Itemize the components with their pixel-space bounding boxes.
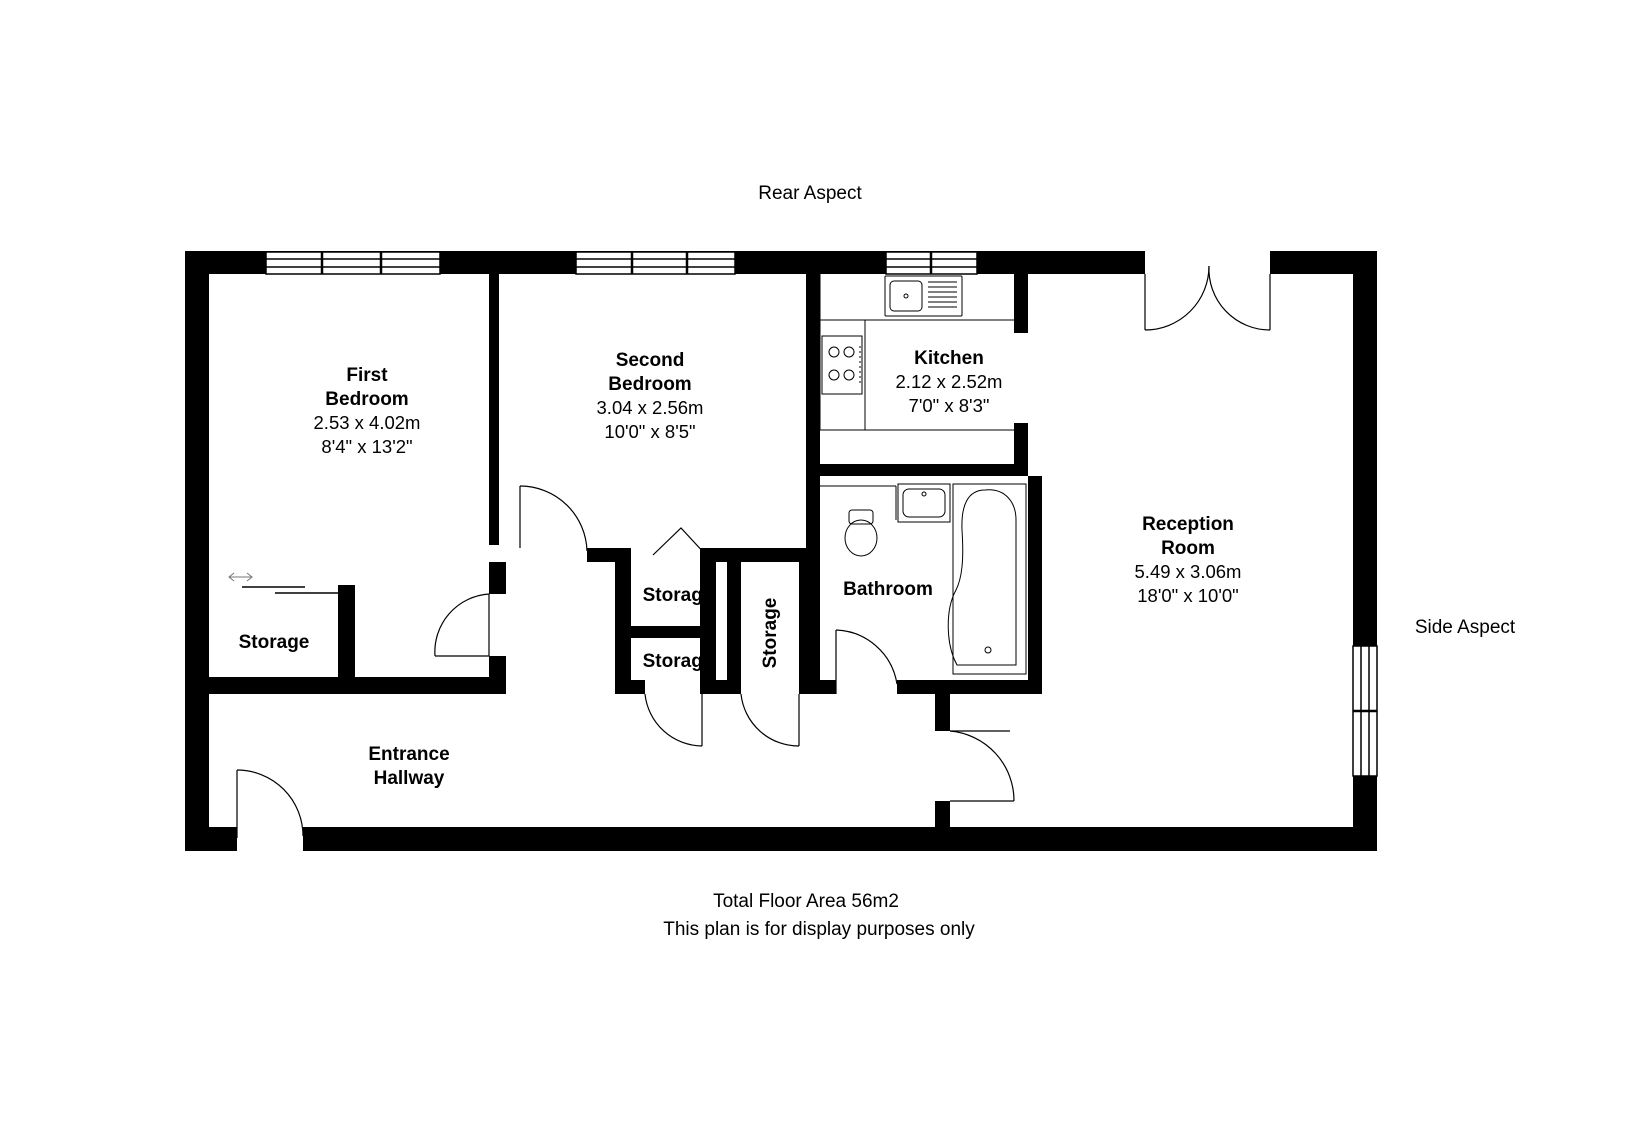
second-bedroom-metric: 3.04 x 2.56m bbox=[597, 397, 704, 418]
wall-bath-right bbox=[1028, 476, 1042, 694]
hallway-name-2: Hallway bbox=[374, 768, 445, 789]
kitchen-counter bbox=[819, 274, 1014, 431]
bathroom-fixtures bbox=[820, 483, 1027, 675]
outer-wall-top-right bbox=[1270, 251, 1377, 274]
wall-storage-v-top bbox=[727, 548, 813, 562]
outer-wall-right-upper bbox=[1353, 251, 1377, 646]
first-bedroom-label: First Bedroom 2.53 x 4.02m 8'4" x 13'2" bbox=[314, 365, 421, 457]
toilet-icon bbox=[844, 509, 878, 557]
reception-metric: 5.49 x 3.06m bbox=[1135, 561, 1242, 582]
wall-bed-storage-top bbox=[338, 585, 355, 593]
second-bedroom-imperial: 10'0" x 8'5" bbox=[604, 421, 695, 442]
wall-kitchen-bottom bbox=[806, 464, 1028, 476]
wall-bath-bottom-right bbox=[897, 680, 1042, 694]
outer-wall-bottom bbox=[303, 827, 1377, 851]
wall-reception-hall-upper bbox=[935, 694, 950, 731]
window-bed2 bbox=[575, 251, 736, 275]
reception-room-label: Reception Room 5.49 x 3.06m 18'0" x 10'0… bbox=[1135, 514, 1242, 606]
wall-bed1-bed2 bbox=[489, 251, 499, 545]
storage-bedroom-label: Storage bbox=[239, 632, 310, 653]
washbasin-icon bbox=[897, 483, 951, 523]
wall-storage-mid bbox=[700, 548, 716, 694]
wall-bath-bottom-left bbox=[806, 680, 836, 694]
outer-wall-right-lower bbox=[1353, 776, 1377, 851]
display-disclaimer: This plan is for display purposes only bbox=[663, 919, 975, 940]
wall-storage-bottom-left bbox=[615, 680, 645, 694]
kitchen-sink-icon bbox=[884, 275, 963, 317]
window-bed1 bbox=[265, 251, 441, 275]
kitchen-imperial: 7'0" x 8'3" bbox=[909, 395, 990, 416]
wall-kitchen-right-lower bbox=[1014, 423, 1028, 476]
reception-name-2: Room bbox=[1161, 538, 1215, 559]
first-bedroom-imperial: 8'4" x 13'2" bbox=[321, 436, 412, 457]
second-bedroom-label: Second Bedroom 3.04 x 2.56m 10'0" x 8'5" bbox=[597, 350, 704, 442]
second-bedroom-name-1: Second bbox=[616, 350, 685, 371]
reception-name-1: Reception bbox=[1142, 514, 1234, 535]
hob-icon bbox=[821, 335, 863, 395]
first-bedroom-name-1: First bbox=[346, 365, 388, 386]
storage-vertical-label: Storage bbox=[760, 598, 781, 669]
storage-bifold-door bbox=[652, 527, 707, 556]
sliding-arrow-icon bbox=[228, 572, 253, 582]
first-bedroom-metric: 2.53 x 4.02m bbox=[314, 412, 421, 433]
side-aspect-label: Side Aspect bbox=[1415, 617, 1516, 638]
sliding-wardrobe-door bbox=[228, 572, 338, 594]
wall-storage-left bbox=[615, 548, 631, 694]
wall-bed-storage-side bbox=[338, 585, 355, 685]
total-floor-area: Total Floor Area 56m2 bbox=[713, 891, 899, 912]
wall-reception-hall-lower bbox=[935, 801, 950, 827]
kitchen-name: Kitchen bbox=[914, 348, 984, 369]
bath-icon bbox=[947, 483, 1027, 675]
wall-storage-divider bbox=[615, 626, 716, 638]
outer-wall-left bbox=[185, 251, 209, 851]
wall-bed1-bed2-lower bbox=[489, 562, 506, 594]
wall-kitchen-right-upper bbox=[1014, 251, 1028, 333]
bathroom-label: Bathroom bbox=[843, 579, 933, 600]
wall-storage-v-left bbox=[727, 562, 741, 694]
windows bbox=[265, 251, 1378, 777]
storage-upper-label: Storage bbox=[643, 585, 714, 606]
entrance-hallway-label: Entrance Hallway bbox=[368, 744, 449, 789]
outer-wall-bottom-left bbox=[185, 827, 237, 851]
reception-imperial: 18'0" x 10'0" bbox=[1137, 585, 1238, 606]
first-bedroom-name-2: Bedroom bbox=[325, 389, 408, 410]
wall-bed1-bottom bbox=[209, 677, 506, 694]
kitchen-metric: 2.12 x 2.52m bbox=[896, 371, 1003, 392]
hallway-name-1: Entrance bbox=[368, 744, 449, 765]
kitchen-label: Kitchen 2.12 x 2.52m 7'0" x 8'3" bbox=[896, 348, 1003, 416]
second-bedroom-name-2: Bedroom bbox=[608, 374, 691, 395]
doors bbox=[236, 265, 1271, 838]
wall-bath-left bbox=[806, 476, 820, 694]
storage-lower-label: Storage bbox=[643, 651, 714, 672]
rear-aspect-label: Rear Aspect bbox=[758, 183, 862, 204]
